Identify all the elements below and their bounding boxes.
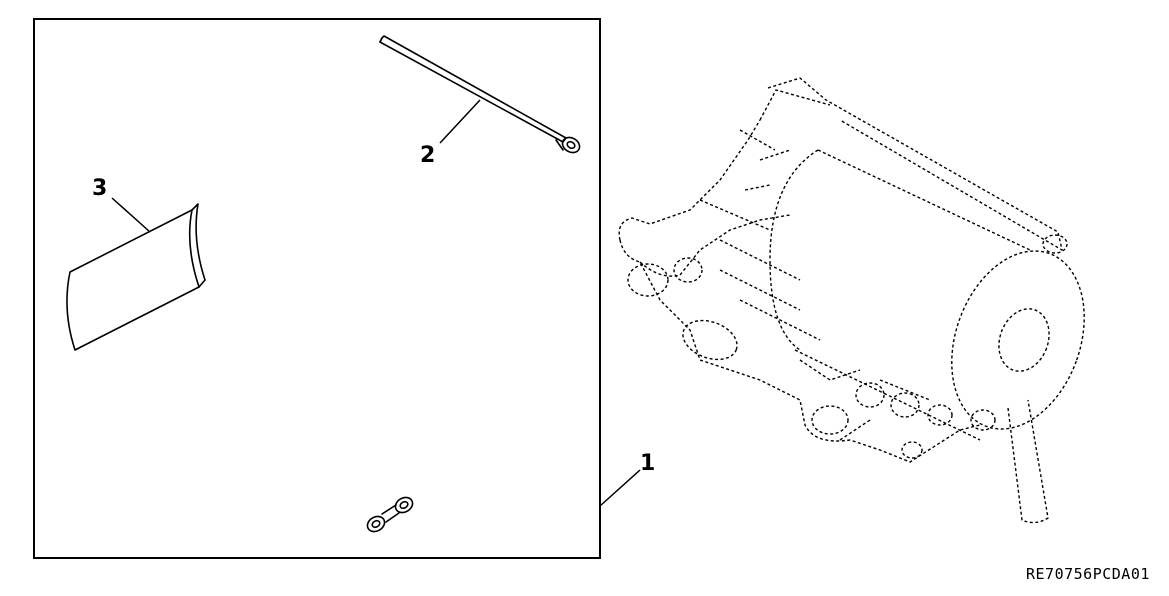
starter-motor-reference (618, 77, 1085, 524)
reference-code: RE70756PCDA01 (1026, 565, 1150, 583)
callout-2: 2 (420, 143, 435, 168)
leader-line-3 (111, 197, 151, 233)
leader-line-1 (599, 469, 641, 507)
leader-line-2 (439, 99, 481, 144)
callout-3: 3 (92, 176, 107, 201)
callout-1: 1 (640, 451, 655, 476)
fitting-part (366, 496, 414, 533)
label-sheet-part (66, 203, 206, 351)
kit-boundary-box (33, 18, 601, 559)
cable-tie-part (379, 35, 581, 154)
